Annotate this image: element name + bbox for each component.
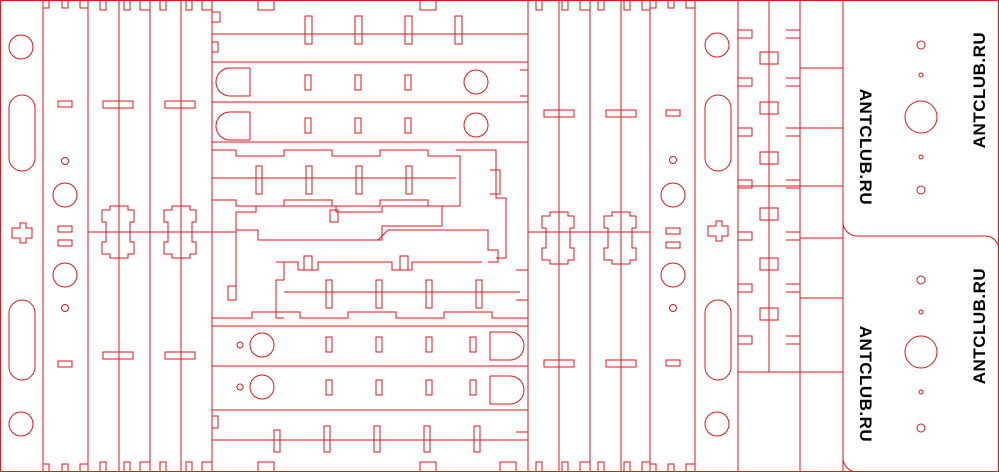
brand-label-top-right: ANTCLUB.RU [970,32,989,148]
plain-strip [800,0,844,472]
brand-label-top-left: ANTCLUB.RU [856,89,875,205]
cover-panel-top [842,0,999,251]
tall-strips-left [88,0,213,472]
brand-label-bottom-left: ANTCLUB.RU [856,326,875,442]
right-rib-column [649,0,696,472]
left-side-panel [8,0,44,472]
joint-column [738,0,801,472]
tall-strips-right [528,0,651,472]
brand-label-bottom-right: ANTCLUB.RU [970,268,989,384]
left-rib-column [42,0,89,472]
center-strips [211,0,529,472]
right-side-panel [704,0,739,472]
